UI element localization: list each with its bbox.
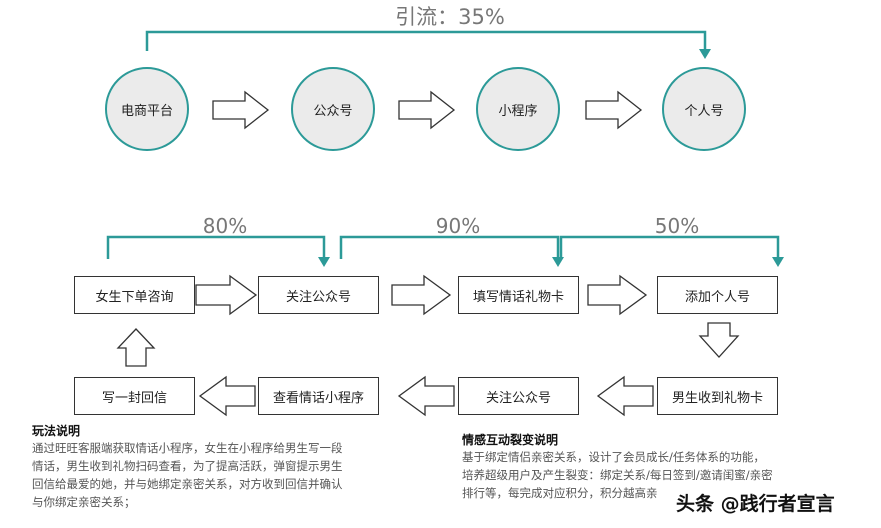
percent-50: 50%	[654, 214, 700, 238]
box-label: 关注公众号	[485, 390, 551, 406]
percent-90: 90%	[435, 214, 481, 238]
box-write-reply: 写一封回信	[74, 377, 195, 415]
fission-description: 基于绑定情侣亲密关系，设计了会员成长/任务体系的功能， 培养超级用户及产生裂变：…	[462, 448, 842, 502]
hollow-arrow-left	[198, 375, 256, 417]
hollow-arrow-right	[587, 274, 648, 316]
box-view-love-mini-program: 查看情话小程序	[258, 377, 379, 415]
box-label: 关注公众号	[285, 289, 351, 305]
traffic-label: 引流：35%	[395, 5, 505, 29]
fission-line: 培养超级用户及产生裂变：绑定关系/每日签到/邀请闺蜜/亲密	[462, 468, 773, 482]
box-label: 写一封回信	[101, 390, 167, 406]
gameplay-line: 回信给最爱的她，并与她绑定亲密关系，对方收到回信并确认	[32, 477, 343, 491]
gameplay-line: 情话，男生收到礼物扫码查看，为了提高活跃，弹窗提示男生	[32, 459, 343, 473]
top-connector	[145, 30, 707, 52]
node-label: 个人号	[684, 103, 724, 119]
box-add-personal-account: 添加个人号	[657, 276, 778, 314]
hollow-arrow-down	[698, 322, 740, 358]
hollow-arrow-right	[585, 90, 643, 130]
watermark: 头条 @践行者宣言	[676, 493, 835, 515]
hollow-arrow-left	[397, 375, 455, 417]
box-follow-official-account-2: 关注公众号	[458, 377, 579, 415]
node-label: 电商平台	[120, 103, 173, 119]
top-flow-arrows	[212, 90, 643, 130]
connector-90	[339, 235, 560, 259]
hollow-arrow-right	[398, 90, 456, 130]
top-connector-arrowhead	[699, 49, 711, 59]
connector-80-arrowhead	[318, 257, 330, 267]
connector-90-arrowhead	[552, 257, 564, 267]
hollow-arrow-up	[116, 328, 156, 367]
box-label: 女生下单咨询	[95, 289, 174, 305]
node-official-account: 公众号	[291, 67, 375, 151]
box-label: 男生收到礼物卡	[671, 390, 763, 406]
gameplay-description: 通过旺旺客服端获取情话小程序，女生在小程序给男生写一段 情话，男生收到礼物扫码查…	[32, 439, 412, 511]
percent-80: 80%	[202, 214, 248, 238]
node-mini-program: 小程序	[476, 67, 560, 151]
node-label: 公众号	[313, 103, 353, 119]
node-ecommerce-platform: 电商平台	[105, 67, 189, 151]
fission-line: 排行等，每完成对应积分，积分越高亲	[462, 486, 658, 500]
box-fill-love-gift-card: 填写情话礼物卡	[458, 276, 579, 314]
box-male-receives-gift-card: 男生收到礼物卡	[657, 377, 778, 415]
box-label: 填写情话礼物卡	[472, 289, 564, 305]
connector-50-arrowhead	[772, 257, 784, 267]
connector-80	[106, 235, 326, 259]
gameplay-title: 玩法说明	[32, 424, 81, 438]
fission-title: 情感互动裂变说明	[462, 433, 559, 447]
row2-arrows	[198, 375, 654, 417]
box-female-order-inquiry: 女生下单咨询	[74, 276, 195, 314]
box-label: 查看情话小程序	[272, 390, 364, 406]
hollow-arrow-right	[212, 90, 270, 130]
box-label: 添加个人号	[684, 289, 750, 305]
node-label: 小程序	[498, 103, 538, 119]
hollow-arrow-left	[596, 375, 654, 417]
connector-50	[559, 235, 780, 259]
hollow-arrow-right	[391, 274, 452, 316]
fission-line: 基于绑定情侣亲密关系，设计了会员成长/任务体系的功能，	[462, 450, 765, 464]
gameplay-line: 与你绑定亲密关系；	[32, 495, 136, 509]
node-personal-account: 个人号	[662, 67, 746, 151]
row1-arrows	[195, 274, 648, 316]
box-follow-official-account: 关注公众号	[258, 276, 379, 314]
gameplay-line: 通过旺旺客服端获取情话小程序，女生在小程序给男生写一段	[32, 441, 343, 455]
hollow-arrow-right	[195, 274, 258, 316]
